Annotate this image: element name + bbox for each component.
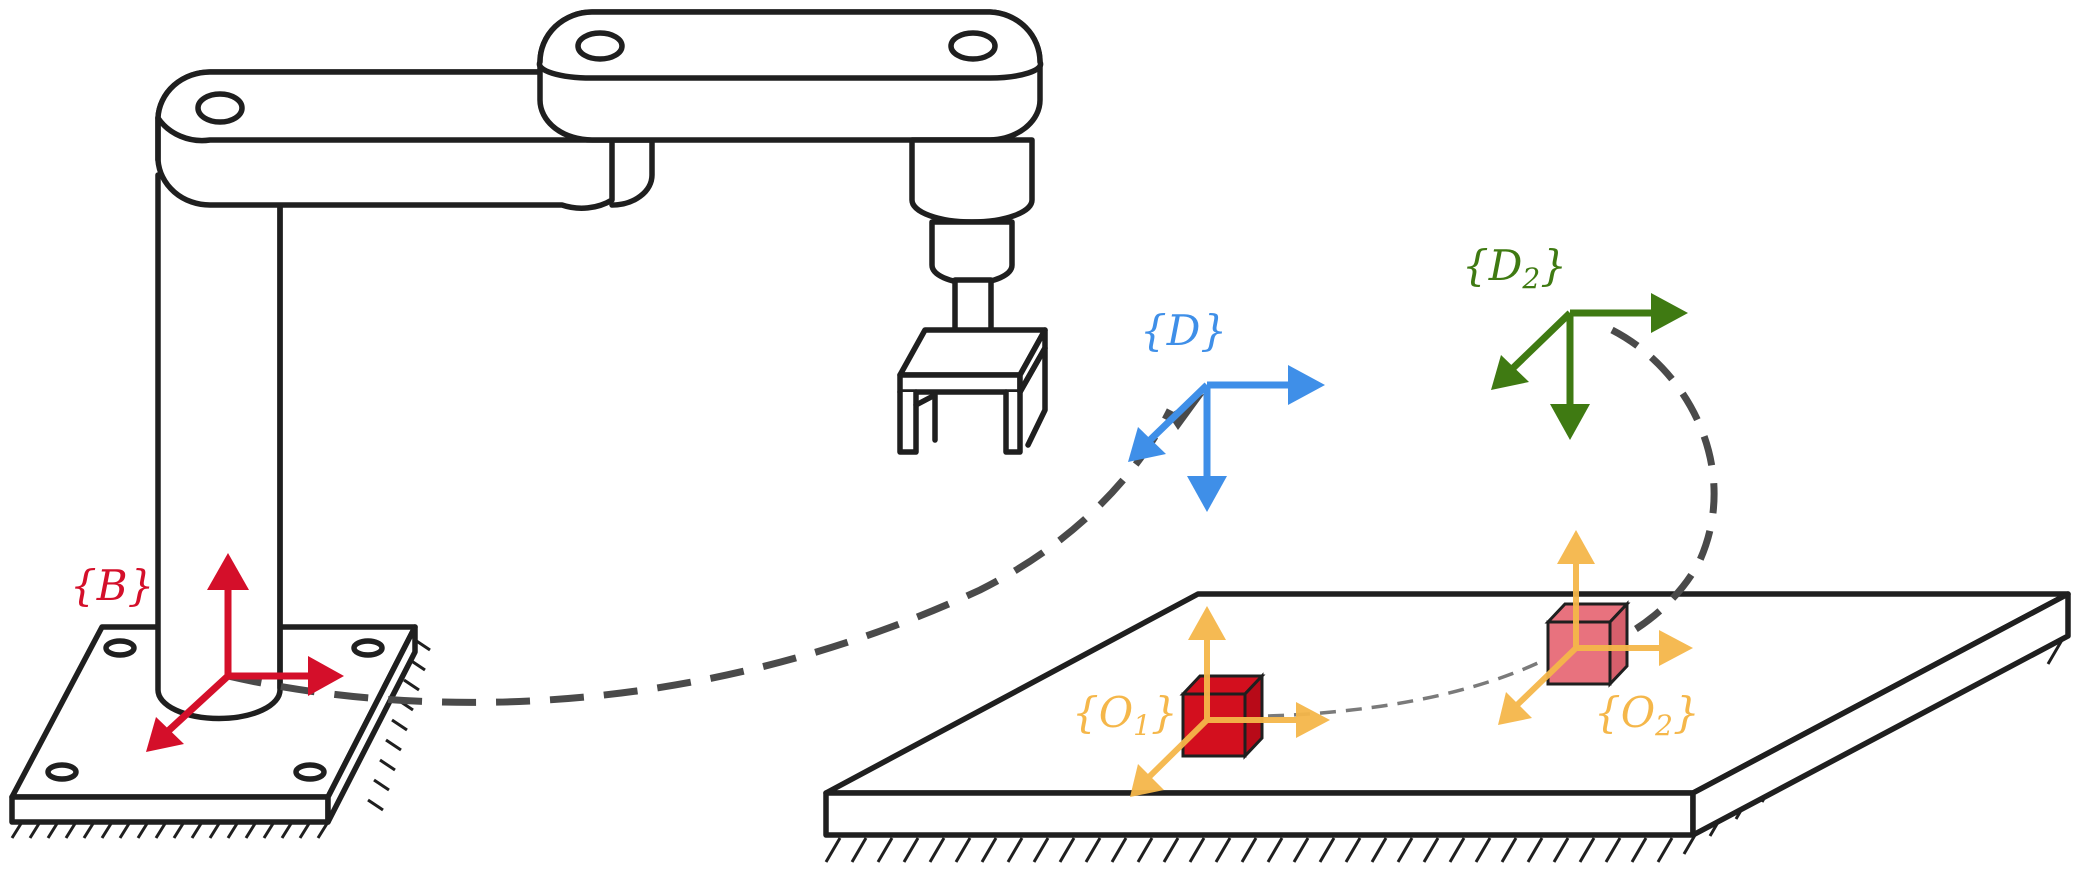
cube-object-icon (1179, 600, 1631, 760)
trajectory-desired2-to-object2 (1610, 326, 1718, 644)
trajectory-object1-to-object2 (1267, 660, 1541, 718)
label-object2-frame: {O2} (1594, 688, 1700, 742)
cube-object-1 (1179, 672, 1266, 760)
desired-frame-axes (1128, 365, 1325, 512)
label-object1-close: } (1151, 688, 1178, 737)
trajectory-base-to-desired (227, 408, 1174, 706)
label-desired-frame: {D} (1140, 306, 1227, 355)
label-desired2-close: } (1540, 241, 1567, 290)
label-object1-sub: 1 (1133, 709, 1151, 742)
label-desired2-frame: {D2} (1462, 241, 1567, 295)
label-desired2-main: {D (1462, 241, 1522, 290)
table-platform-icon (823, 591, 2071, 863)
label-object2-main: {O (1594, 688, 1655, 737)
arrowhead-desired (1168, 393, 1205, 430)
scara-robot-arm-icon (155, 9, 1044, 722)
label-base-frame: {B} (70, 561, 154, 610)
object1-frame-axes (1130, 606, 1330, 797)
base-frame-axes (146, 553, 344, 752)
desired2-frame-axes (1491, 293, 1688, 440)
label-object1-frame: {O1} (1072, 688, 1178, 742)
cube-object-2 (1544, 600, 1631, 688)
label-object2-sub: 2 (1654, 709, 1673, 742)
object2-frame-axes (1498, 530, 1693, 725)
label-object2-close: } (1673, 688, 1700, 737)
label-desired2-sub: 2 (1521, 262, 1540, 295)
label-object1-main: {O (1072, 688, 1133, 737)
gripper-icon (897, 327, 1048, 455)
